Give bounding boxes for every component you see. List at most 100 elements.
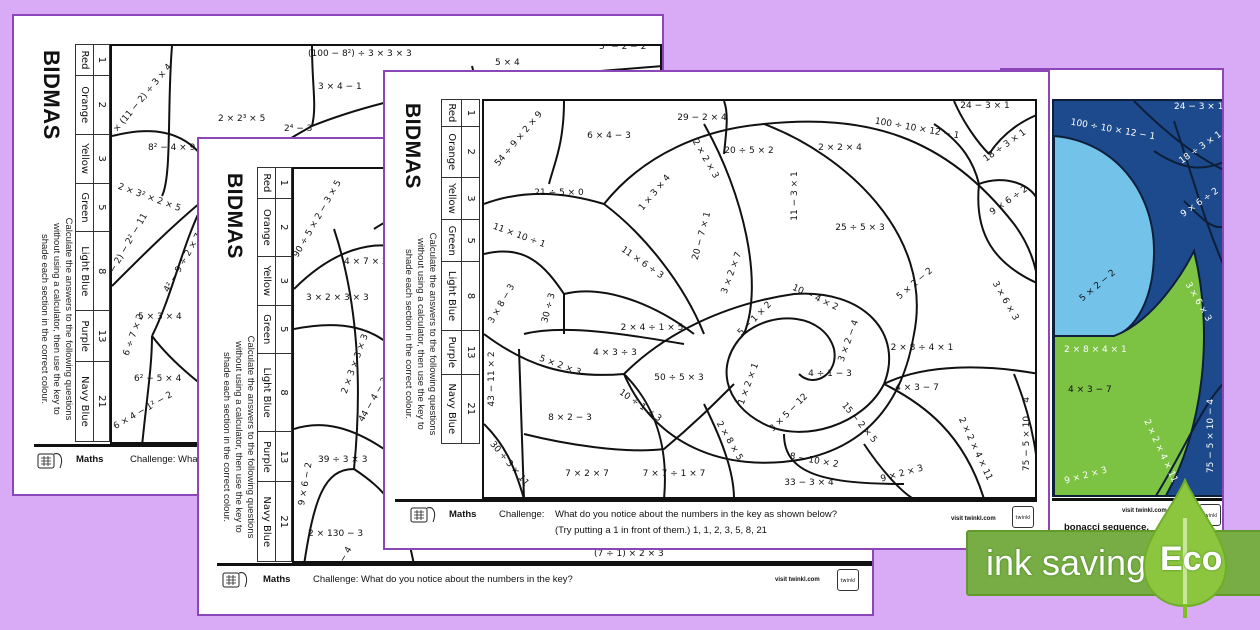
challenge-text: (Try putting a 1 in front of them.) 1, 1… bbox=[555, 525, 767, 536]
challenge-text: Challenge: What bbox=[130, 454, 201, 465]
challenge-label: Challenge: bbox=[499, 509, 545, 520]
equation-label: 7 × 7 ÷ 1 × 7 bbox=[642, 469, 706, 479]
key-number: 21 bbox=[461, 374, 480, 444]
key-number: 1 bbox=[93, 44, 110, 76]
worksheet-title: BIDMAS bbox=[223, 173, 246, 259]
equation-label: 3 × 4 − 1 bbox=[318, 82, 362, 92]
equation-label: 4 × 7 × 2 bbox=[344, 257, 388, 267]
coloured-shapes bbox=[1054, 101, 1222, 495]
key-colour: Green bbox=[75, 183, 94, 232]
key-colour: Navy Blue bbox=[441, 374, 462, 444]
key-number: 5 bbox=[275, 305, 292, 354]
key-number: 5 bbox=[461, 219, 480, 262]
subject-label: Maths bbox=[449, 509, 477, 520]
instructions: Calculate the answers to the following q… bbox=[402, 209, 438, 459]
key-colour: Light Blue bbox=[75, 231, 94, 311]
instruction-line: without using a calculator, then use the… bbox=[415, 238, 426, 430]
footer-divider bbox=[395, 499, 1037, 502]
key-colour: Purple bbox=[75, 310, 94, 362]
key-colour: Navy Blue bbox=[257, 481, 276, 562]
challenge-text: Challenge: What do you notice about the … bbox=[313, 574, 573, 585]
equation-label: 4 × 3 − 7 bbox=[895, 383, 939, 393]
equation-label: 43 − 11 × 2 bbox=[487, 351, 497, 407]
key-colour: Light Blue bbox=[441, 261, 462, 331]
key-colour: Orange bbox=[441, 126, 462, 178]
equation-label: 8 × 2 − 3 bbox=[548, 413, 592, 423]
ink-saving-label: ink saving bbox=[986, 542, 1147, 583]
key-number: 2 bbox=[275, 198, 292, 257]
footer-divider bbox=[1052, 498, 1222, 501]
worksheet-title: BIDMAS bbox=[39, 50, 64, 140]
shell-outline bbox=[484, 101, 1035, 497]
instruction-line: Calculate the answers to the following q… bbox=[427, 232, 438, 436]
equation-label: 7 × 2 × 7 bbox=[565, 469, 609, 479]
key-colour: Red bbox=[441, 99, 462, 127]
equation-label: 2 × 130 − 3 bbox=[308, 529, 364, 539]
equation-label: 24 − 3 × 1 bbox=[960, 101, 1010, 111]
key-colour: Yellow bbox=[441, 177, 462, 220]
key-number: 3 bbox=[461, 177, 480, 220]
instruction-line: shade each section in the correct colour… bbox=[221, 351, 232, 523]
key-number: 2 bbox=[461, 126, 480, 178]
maths-icon bbox=[37, 453, 63, 469]
equation-label: 11 − 3 × 1 bbox=[790, 171, 800, 221]
equation-label: 6² − 5 × 4 bbox=[134, 374, 182, 384]
key-number: 21 bbox=[275, 481, 292, 562]
footer-divider bbox=[217, 563, 872, 566]
twinkl-link[interactable]: visit twinkl.com bbox=[1122, 508, 1167, 514]
equation-label: 29 − 2 × 4 bbox=[677, 113, 727, 123]
challenge-text: bonacci sequence. bbox=[1064, 522, 1150, 533]
key-number: 3 bbox=[275, 256, 292, 306]
key-number: 13 bbox=[461, 330, 480, 375]
key-colour: Purple bbox=[441, 330, 462, 375]
instruction-line: without using a calculator, then use the… bbox=[233, 341, 244, 533]
equation-label: 50 ÷ 5 × 3 bbox=[654, 373, 704, 383]
key-number: 13 bbox=[275, 431, 292, 482]
equation-label: 5 × 4 bbox=[495, 58, 520, 68]
maths-icon bbox=[222, 572, 248, 588]
twinkl-link[interactable]: visit twinkl.com bbox=[951, 516, 996, 522]
key-colour: Red bbox=[75, 44, 94, 76]
key-colour: Red bbox=[257, 167, 276, 199]
key-colour: Orange bbox=[75, 75, 94, 135]
subject-label: Maths bbox=[263, 574, 291, 585]
equation-label: 2 × 8 × 4 × 1 bbox=[1064, 345, 1127, 355]
key-number: 3 bbox=[93, 134, 110, 184]
key-number: 1 bbox=[275, 167, 292, 199]
challenge-text: What do you notice about the numbers in … bbox=[555, 509, 838, 520]
eco-label: Eco bbox=[1160, 540, 1223, 578]
key-colour: Light Blue bbox=[257, 353, 276, 432]
instruction-line: shade each section in the correct colour… bbox=[39, 233, 50, 405]
key-colour: Purple bbox=[257, 431, 276, 482]
instructions: Calculate the answers to the following q… bbox=[38, 194, 74, 444]
key-colour: Yellow bbox=[257, 256, 276, 306]
equation-label: 2⁴ − 3 bbox=[284, 124, 313, 134]
key-colour: Yellow bbox=[75, 134, 94, 184]
equation-label: 75 − 5 × 10 − 4 bbox=[1022, 396, 1032, 472]
key-colour: Navy Blue bbox=[75, 361, 94, 442]
equation-label: 75 − 5 × 10 − 4 bbox=[1206, 398, 1217, 474]
key-colour: Green bbox=[441, 219, 462, 262]
twinkl-logo-text: twinkl bbox=[1015, 515, 1031, 521]
shell-outline bbox=[294, 204, 475, 561]
instruction-line: without using a calculator, then use the… bbox=[51, 223, 62, 415]
instruction-line: shade each section in the correct colour… bbox=[403, 248, 414, 420]
equation-label: 24 − 3 × 1 bbox=[1174, 102, 1224, 112]
equation-label: 2 × 8 ÷ 4 × 1 bbox=[890, 343, 954, 353]
equation-label: 3 × 2 × 3 × 3 bbox=[306, 293, 369, 303]
equation-label: 2 × 2³ × 5 bbox=[218, 114, 266, 124]
equation-label: 6 × 4 − 3 bbox=[587, 131, 631, 141]
equation-label: 2 × 2 × 4 bbox=[818, 143, 862, 153]
worksheet-coloured: 24 − 3 × 1 100 ÷ 10 × 12 − 1 18 ÷ 3 × 1 … bbox=[1000, 68, 1224, 542]
equation-label: 21 ÷ 5 × 0 bbox=[534, 188, 584, 198]
twinkl-link[interactable]: visit twinkl.com bbox=[775, 577, 820, 583]
key-number: 8 bbox=[461, 261, 480, 331]
twinkl-logo: twinkl bbox=[837, 569, 859, 591]
equation-label: (100 − 8²) ÷ 3 × 3 × 3 bbox=[308, 49, 412, 59]
